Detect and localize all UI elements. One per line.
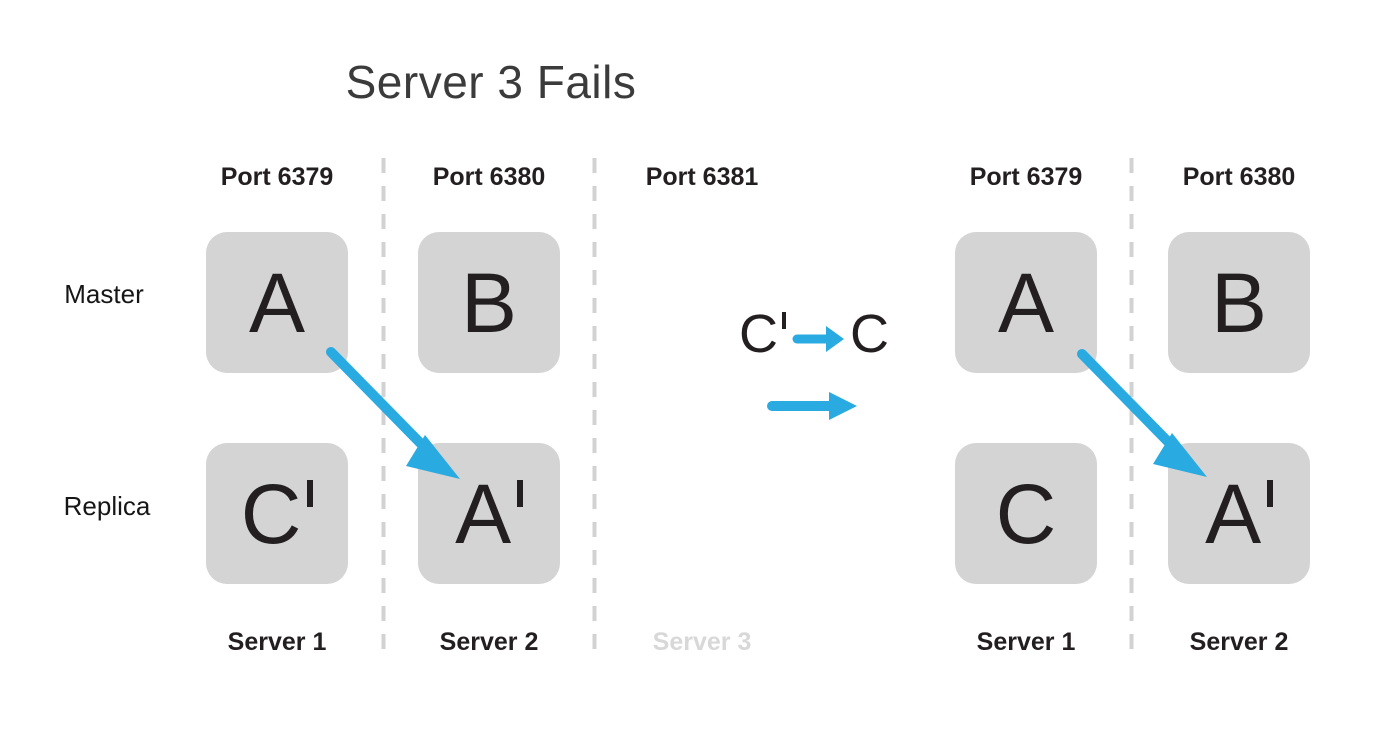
- node-letter: A: [455, 472, 523, 556]
- replica-row-label: Replica: [63, 491, 151, 521]
- after-replica-node-c: C: [955, 443, 1097, 584]
- after-port-6379-label: Port 6379: [969, 163, 1083, 191]
- node-letter: C: [995, 466, 1057, 561]
- before-master-node-b: B: [418, 232, 560, 373]
- promote-arrow-icon: [792, 326, 844, 352]
- master-row-label: Master: [64, 279, 144, 309]
- before-replica-node-c-prime: C: [206, 443, 348, 584]
- after-replica-node-a-prime: A: [1168, 443, 1310, 584]
- prime-mark: [1267, 480, 1273, 508]
- diagram-title: Server 3 Fails: [345, 56, 637, 108]
- transition-from-label: C: [739, 307, 786, 361]
- after-master-node-a: A: [955, 232, 1097, 373]
- node-letter: A: [997, 255, 1055, 350]
- after-server-2-label: Server 2: [1189, 628, 1289, 656]
- before-server-3-label-failed: Server 3: [652, 628, 752, 656]
- transition-to-label: C: [850, 304, 889, 364]
- before-replica-node-a-prime: A: [418, 443, 560, 584]
- prime-mark: [517, 480, 523, 508]
- node-letter: C: [241, 472, 314, 556]
- node-letter: B: [1210, 255, 1268, 350]
- prime-mark: [307, 480, 314, 508]
- before-server-2-label: Server 2: [439, 628, 539, 656]
- node-letter: A: [1205, 472, 1273, 556]
- prime-mark: [781, 312, 786, 330]
- node-letter: A: [248, 255, 306, 350]
- before-server-1-label: Server 1: [227, 628, 327, 656]
- before-port-6381-label: Port 6381: [645, 163, 759, 191]
- before-port-6379-label: Port 6379: [220, 163, 334, 191]
- before-master-node-a: A: [206, 232, 348, 373]
- after-server-1-label: Server 1: [976, 628, 1076, 656]
- before-port-6380-label: Port 6380: [432, 163, 546, 191]
- state-change-arrow-icon: [767, 392, 857, 420]
- after-port-6380-label: Port 6380: [1182, 163, 1296, 191]
- node-letter: B: [460, 255, 518, 350]
- after-master-node-b: B: [1168, 232, 1310, 373]
